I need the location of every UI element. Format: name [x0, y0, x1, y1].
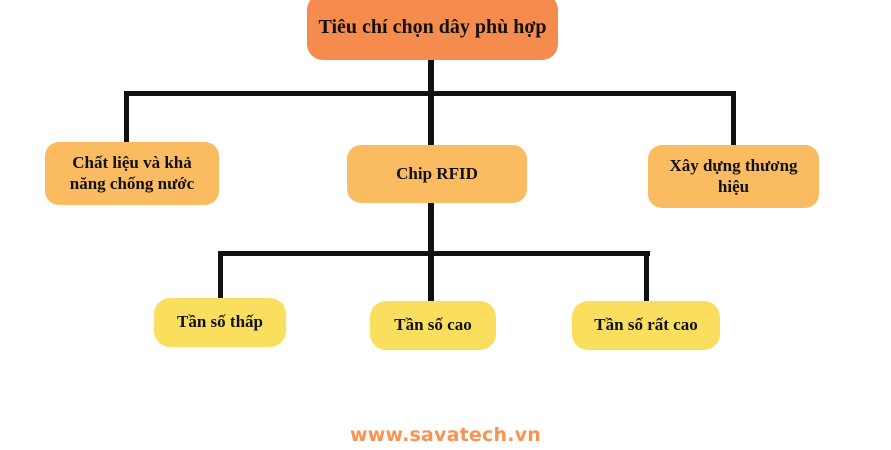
node-brand-building[interactable]: Xây dựng thương hiệu: [648, 145, 819, 208]
node-very-high-frequency[interactable]: Tần số rất cao: [572, 301, 720, 350]
connector-level3-drop-right: [644, 251, 649, 304]
connector-level3-drop-center: [428, 251, 434, 304]
node-material-water-resistance[interactable]: Chất liệu và khả năng chống nước: [45, 142, 219, 205]
node-high-frequency[interactable]: Tần số cao: [370, 301, 496, 350]
connector-level3-horizontal-bar: [218, 251, 650, 256]
watermark-url: www.savatech.vn: [350, 424, 541, 446]
connector-level3-drop-left: [218, 251, 223, 301]
connector-level2-drop-left: [124, 91, 129, 145]
connector-level2-drop-right: [731, 91, 736, 147]
connector-rfid-stem: [428, 203, 434, 256]
connector-level2-drop-center: [428, 91, 434, 147]
node-chip-rfid[interactable]: Chip RFID: [347, 145, 527, 203]
node-root-criteria[interactable]: Tiêu chí chọn dây phù hợp: [307, 0, 558, 60]
connector-root-stem: [428, 60, 434, 96]
node-low-frequency[interactable]: Tần số thấp: [154, 298, 286, 347]
